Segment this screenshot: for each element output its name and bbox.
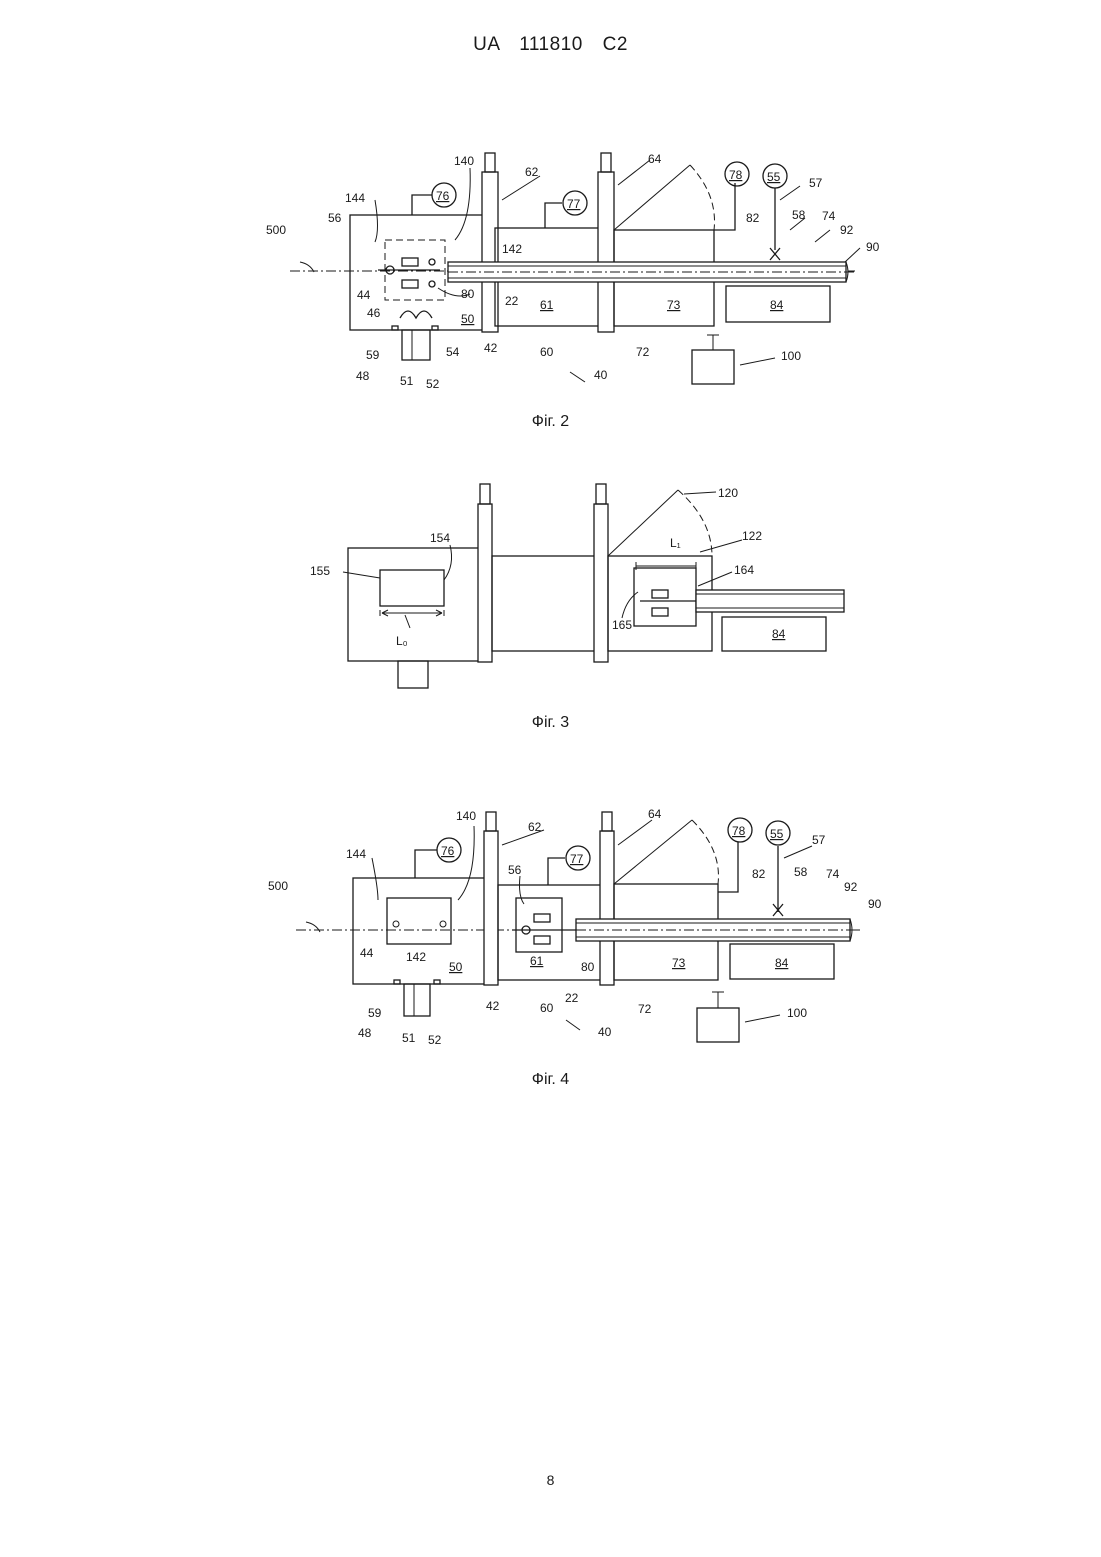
fig3-label-154: 154	[430, 531, 450, 545]
fig2-label-22: 22	[505, 294, 519, 308]
figure-4-svg: 500 144 140 76 62 56 77 64 78 55 57 58 8…	[0, 800, 1101, 1050]
fig3-label-L1: L₁	[670, 536, 681, 550]
fig4-label-500: 500	[268, 879, 288, 893]
page-number: 8	[0, 1472, 1101, 1488]
figure-2-svg: 500 56 144 140 76 62 77 64 78 55 57 58 8…	[0, 150, 1101, 395]
fig4-label-90: 90	[868, 897, 882, 911]
fig2-label-52: 52	[426, 377, 440, 391]
fig4-label-142: 142	[406, 950, 426, 964]
fig2-label-82: 82	[746, 211, 760, 225]
fig4-label-84: 84	[775, 956, 789, 970]
fig2-label-46: 46	[367, 306, 381, 320]
fig3-label-L0: L₀	[396, 634, 408, 648]
figure-3-drawing: 155 154 L₀ 120 L₁ 122 164 165 84	[0, 480, 1101, 695]
fig3-label-84: 84	[772, 627, 786, 641]
fig4-label-100: 100	[787, 1006, 807, 1020]
fig3-label-155: 155	[310, 564, 330, 578]
fig2-label-74: 74	[822, 209, 836, 223]
fig4-label-74: 74	[826, 867, 840, 881]
fig4-label-72: 72	[638, 1002, 652, 1016]
fig2-label-92: 92	[840, 223, 854, 237]
fig4-label-42: 42	[486, 999, 500, 1013]
fig4-label-80: 80	[581, 960, 595, 974]
fig4-label-60: 60	[540, 1001, 554, 1015]
figure-2-drawing: 500 56 144 140 76 62 77 64 78 55 57 58 8…	[0, 150, 1101, 395]
fig2-label-78: 78	[729, 168, 743, 182]
fig4-label-40: 40	[598, 1025, 612, 1039]
figure-2-caption: Фіг. 2	[0, 413, 1101, 431]
fig3-label-122: 122	[742, 529, 762, 543]
fig4-label-22: 22	[565, 991, 579, 1005]
fig2-label-80: 80	[461, 287, 475, 301]
fig3-label-120: 120	[718, 486, 738, 500]
fig4-label-59: 59	[368, 1006, 382, 1020]
fig2-label-84: 84	[770, 298, 784, 312]
fig2-label-100: 100	[781, 349, 801, 363]
fig2-label-144: 144	[345, 191, 365, 205]
fig4-label-56: 56	[508, 863, 522, 877]
fig4-label-57: 57	[812, 833, 826, 847]
fig4-label-82: 82	[752, 867, 766, 881]
fig2-label-140: 140	[454, 154, 474, 168]
fig2-label-51: 51	[400, 374, 414, 388]
fig2-label-62: 62	[525, 165, 539, 179]
fig2-label-61: 61	[540, 298, 554, 312]
fig2-label-142: 142	[502, 242, 522, 256]
fig2-label-55: 55	[767, 170, 781, 184]
fig2-label-60: 60	[540, 345, 554, 359]
fig2-label-40: 40	[594, 368, 608, 382]
fig4-label-144: 144	[346, 847, 366, 861]
fig4-label-61: 61	[530, 954, 544, 968]
fig3-label-164: 164	[734, 563, 754, 577]
figure-4-caption: Фіг. 4	[0, 1071, 1101, 1089]
fig2-label-76: 76	[436, 189, 450, 203]
figure-3-svg: 155 154 L₀ 120 L₁ 122 164 165 84	[0, 480, 1101, 695]
fig4-label-62: 62	[528, 820, 542, 834]
fig4-label-73: 73	[672, 956, 686, 970]
fig4-label-44: 44	[360, 946, 374, 960]
fig2-label-90: 90	[866, 240, 880, 254]
fig2-label-50: 50	[461, 312, 475, 326]
fig2-label-56: 56	[328, 211, 342, 225]
fig4-label-48: 48	[358, 1026, 372, 1040]
fig4-label-92: 92	[844, 880, 858, 894]
fig4-label-77: 77	[570, 852, 584, 866]
fig4-label-76: 76	[441, 844, 455, 858]
fig2-label-500: 500	[266, 223, 286, 237]
fig2-label-54: 54	[446, 345, 460, 359]
fig4-label-51: 51	[402, 1031, 416, 1045]
fig2-label-77: 77	[567, 197, 581, 211]
fig4-label-78: 78	[732, 824, 746, 838]
fig3-label-165: 165	[612, 618, 632, 632]
figure-3-caption: Фіг. 3	[0, 714, 1101, 732]
fig4-label-140: 140	[456, 809, 476, 823]
fig2-label-58: 58	[792, 208, 806, 222]
fig4-label-50: 50	[449, 960, 463, 974]
fig4-label-58: 58	[794, 865, 808, 879]
fig2-label-42: 42	[484, 341, 498, 355]
fig2-label-73: 73	[667, 298, 681, 312]
fig2-label-72: 72	[636, 345, 650, 359]
fig2-label-64: 64	[648, 152, 662, 166]
fig2-label-48: 48	[356, 369, 370, 383]
fig4-label-55: 55	[770, 827, 784, 841]
fig4-label-52: 52	[428, 1033, 442, 1047]
patent-header: UA 111810 C2	[0, 34, 1101, 56]
fig2-label-44: 44	[357, 288, 371, 302]
fig2-label-57: 57	[809, 176, 823, 190]
figure-4-drawing: 500 144 140 76 62 56 77 64 78 55 57 58 8…	[0, 800, 1101, 1050]
fig2-label-59: 59	[366, 348, 380, 362]
fig4-label-64: 64	[648, 807, 662, 821]
